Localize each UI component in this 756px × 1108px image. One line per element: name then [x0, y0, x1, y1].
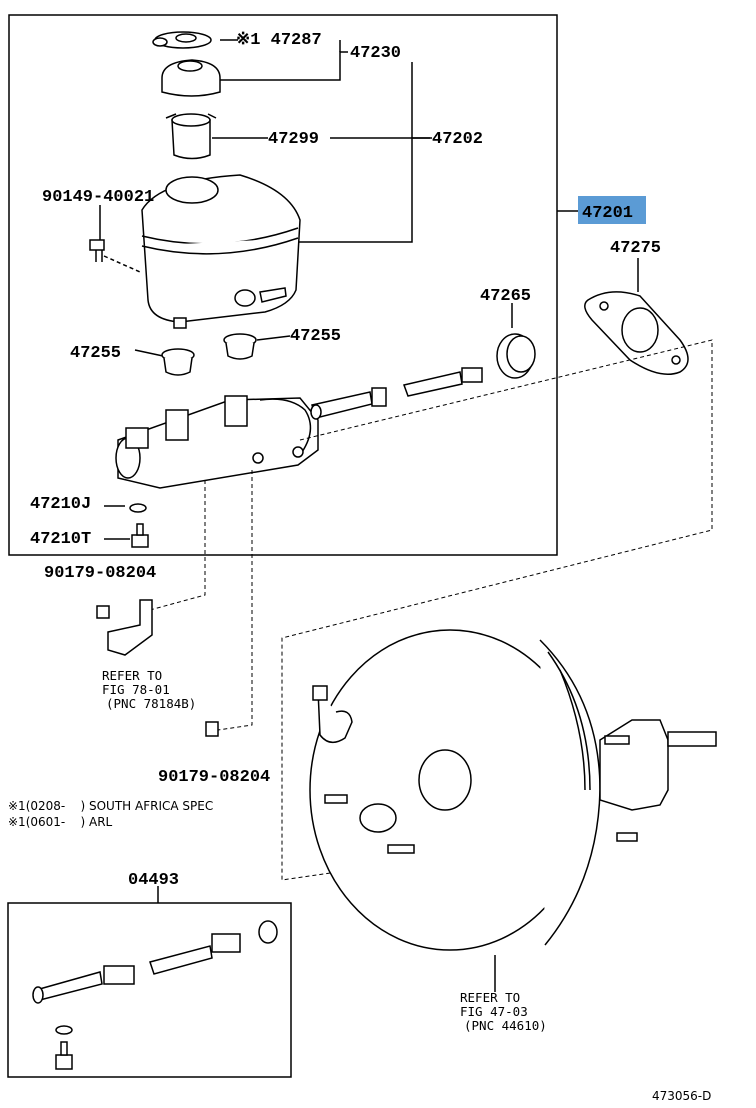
- highlight-47201: [578, 196, 646, 224]
- refer-fig78-line1: REFER TO: [102, 668, 162, 683]
- washer-47210J-icon: [129, 503, 147, 513]
- figure-code: 473056-D: [652, 1089, 711, 1103]
- label-04493: 04493: [128, 871, 179, 890]
- refer-fig78-line3: (PNC 78184B): [106, 696, 196, 711]
- bracket-icon: [107, 599, 153, 656]
- grommet-right-47255-icon: [223, 333, 257, 360]
- assembly-frame-47201: [8, 14, 558, 556]
- label-47265: 47265: [480, 287, 531, 306]
- label-47202: 47202: [432, 130, 483, 149]
- label-47201[interactable]: 47201: [582, 204, 633, 223]
- note-south-africa: ※1(0208- ) SOUTH AFRICA SPEC: [8, 799, 213, 813]
- label-47255-left: 47255: [70, 344, 121, 363]
- nut-bottom-90179-icon: [205, 721, 219, 737]
- refer-fig78-line2: FIG 78-01: [102, 682, 170, 697]
- note-arl: ※1(0601- ) ARL: [8, 815, 113, 829]
- label-47275: 47275: [610, 239, 661, 258]
- refer-fig47-line2: FIG 47-03: [460, 1004, 528, 1019]
- refer-fig47-line3: (PNC 44610): [464, 1018, 547, 1033]
- label-47287: ※1 47287: [236, 31, 322, 50]
- strainer-47299-icon: [165, 113, 217, 160]
- label-47230: 47230: [350, 44, 401, 63]
- label-47255-right: 47255: [290, 327, 341, 346]
- label-90179-top: 90179-08204: [44, 564, 156, 583]
- label-47210J: 47210J: [30, 495, 91, 514]
- gasket-47275-icon: [584, 291, 689, 375]
- reservoir-cap-icon: [161, 59, 221, 97]
- label-47299: 47299: [268, 130, 319, 149]
- piston-assembly-icon: [310, 333, 536, 420]
- refer-fig47-line1: REFER TO: [460, 990, 520, 1005]
- grommet-left-47255-icon: [161, 348, 195, 376]
- bleeder-47210T-icon: [131, 523, 149, 548]
- kit-piston-icon: [32, 920, 278, 1070]
- label-90149: 90149-40021: [42, 188, 154, 207]
- screw-90149-icon: [89, 239, 141, 273]
- nut-top-90179-icon: [96, 605, 110, 619]
- label-90179-bottom: 90179-08204: [158, 768, 270, 787]
- master-cylinder-icon: [115, 395, 319, 489]
- kit-frame-04493: [7, 902, 292, 1078]
- brake-booster-icon: [309, 629, 717, 951]
- reservoir-47202-icon: [141, 174, 301, 329]
- cap-gasket-47287: [152, 31, 212, 49]
- label-47210T: 47210T: [30, 530, 91, 549]
